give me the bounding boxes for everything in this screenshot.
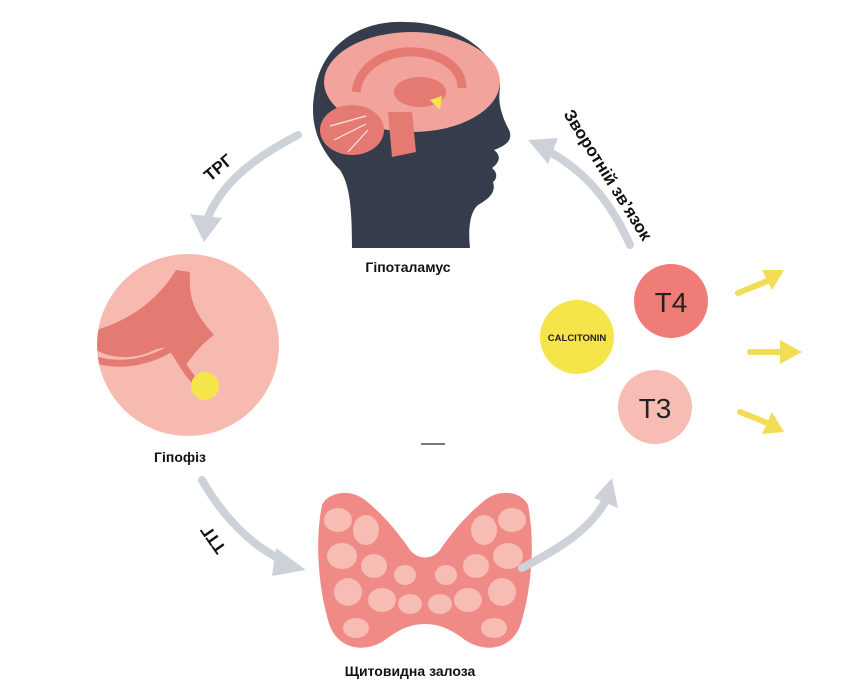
arrowhead-trh (190, 214, 222, 242)
brain-cerebellum (320, 105, 384, 155)
pituitary-stalk (97, 270, 214, 365)
t3-circle (618, 370, 692, 444)
arrow-hypothalamus-to-pituitary (202, 131, 302, 226)
arrow-feedback-to-hypothalamus (546, 148, 634, 249)
arrowhead-feedback (528, 138, 558, 164)
brain-stem (388, 112, 416, 157)
output-arrows (735, 270, 802, 434)
pituitary-yellow-dot (191, 372, 219, 400)
arrowhead-tsh (272, 548, 306, 576)
brain-inner-fold (351, 47, 467, 93)
arrow-thyroid-to-hormones (518, 496, 610, 572)
t4-label: T4 (655, 287, 688, 318)
t4-circle (634, 264, 708, 338)
thyroid-illustration (318, 492, 532, 648)
label-tsh: ТТГ (197, 521, 230, 557)
hormone-t3: T3 (618, 370, 692, 444)
label-thyroid: Щитовидна залоза (345, 663, 476, 679)
arrow-pituitary-to-thyroid (198, 476, 286, 564)
calcitonin-label: CALCITONIN (548, 333, 607, 344)
pituitary-illustration (97, 254, 279, 436)
output-arrow-up (735, 270, 784, 296)
t3-label: T3 (639, 393, 672, 424)
center-mark (421, 443, 445, 445)
arrowhead-hormones (594, 478, 618, 508)
cerebellum-lines (329, 115, 369, 153)
output-arrow-down (737, 409, 784, 434)
label-feedback: Зворотній зв’язок (560, 106, 656, 244)
thyroid-follicles (324, 508, 526, 638)
hormone-calcitonin: CALCITONIN (540, 300, 614, 374)
label-hypothalamus: Гіпоталамус (365, 259, 450, 275)
cycle-arrows (190, 131, 634, 576)
head-brain-illustration (312, 21, 511, 248)
label-pituitary: Гіпофіз (154, 449, 206, 465)
hypothalamus-marker (430, 96, 442, 110)
calcitonin-circle (540, 300, 614, 374)
hormone-t4: T4 (634, 264, 708, 338)
output-arrow-right (747, 340, 802, 364)
pituitary-outline (97, 343, 201, 388)
